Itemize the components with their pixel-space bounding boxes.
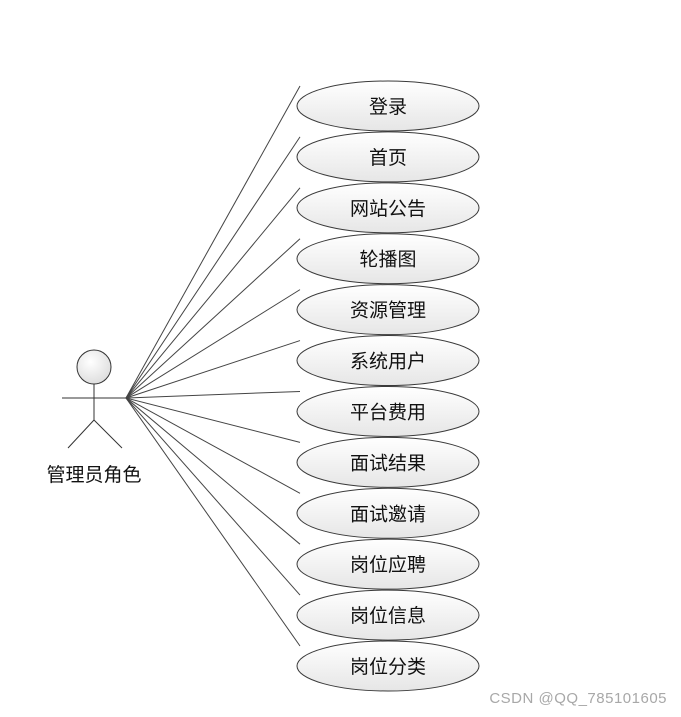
use-case-node: 面试邀请 — [296, 487, 480, 539]
actor-right-leg — [93, 419, 123, 449]
association-line — [125, 238, 301, 399]
association-lines — [125, 85, 301, 647]
use-case-label: 轮播图 — [359, 249, 416, 271]
use-case-node: 网站公告 — [296, 182, 480, 234]
use-case-ellipse — [296, 538, 480, 590]
use-case-node: 岗位分类 — [296, 640, 480, 692]
use-case-node: 平台费用 — [296, 385, 480, 437]
association-line — [125, 187, 301, 399]
use-case-label: 首页 — [369, 147, 407, 169]
actor-label: 管理员角色 — [46, 464, 141, 486]
use-case-ellipse — [296, 335, 480, 387]
use-case-label: 系统用户 — [350, 351, 426, 373]
association-line — [125, 289, 301, 399]
use-case-ellipse — [296, 640, 480, 692]
use-case-node: 轮播图 — [296, 233, 480, 285]
actor-admin: 管理员角色 — [46, 349, 142, 486]
use-case-node: 资源管理 — [296, 284, 480, 336]
use-case-label: 面试邀请 — [350, 503, 426, 525]
use-case-node: 岗位应聘 — [296, 538, 480, 590]
use-case-node: 岗位信息 — [296, 589, 480, 641]
association-line — [125, 390, 301, 399]
use-case-label: 岗位应聘 — [350, 554, 426, 576]
use-case-label: 平台费用 — [350, 401, 426, 423]
use-case-ellipse — [296, 385, 480, 437]
use-case-ellipse — [296, 589, 480, 641]
use-case-node: 登录 — [296, 80, 480, 132]
actor-left-leg — [67, 419, 95, 449]
use-case-ellipse — [296, 80, 480, 132]
association-line — [125, 85, 301, 399]
use-case-node: 系统用户 — [296, 335, 480, 387]
watermark-text: CSDN @QQ_785101605 — [489, 690, 667, 707]
use-case-ellipse — [296, 436, 480, 488]
use-case-list: 登录首页网站公告轮播图资源管理系统用户平台费用面试结果面试邀请岗位应聘岗位信息岗… — [296, 80, 480, 692]
association-line — [125, 397, 301, 647]
association-line — [125, 397, 301, 545]
use-case-ellipse — [296, 284, 480, 336]
use-case-node: 面试结果 — [296, 436, 480, 488]
use-case-label: 登录 — [369, 96, 407, 118]
use-case-label: 面试结果 — [350, 452, 426, 474]
association-line — [125, 340, 301, 399]
use-case-label: 网站公告 — [350, 198, 426, 220]
actor-head — [76, 349, 112, 385]
use-case-ellipse — [296, 182, 480, 234]
use-case-label: 资源管理 — [350, 300, 426, 322]
use-case-ellipse — [296, 233, 480, 285]
association-line — [125, 136, 301, 399]
use-case-ellipse — [296, 487, 480, 539]
use-case-node: 首页 — [296, 131, 480, 183]
use-case-label: 岗位信息 — [350, 605, 426, 627]
association-line — [125, 397, 301, 596]
association-line — [125, 397, 301, 494]
use-case-ellipse — [296, 131, 480, 183]
use-case-label: 岗位分类 — [350, 656, 426, 678]
association-line — [125, 397, 301, 443]
